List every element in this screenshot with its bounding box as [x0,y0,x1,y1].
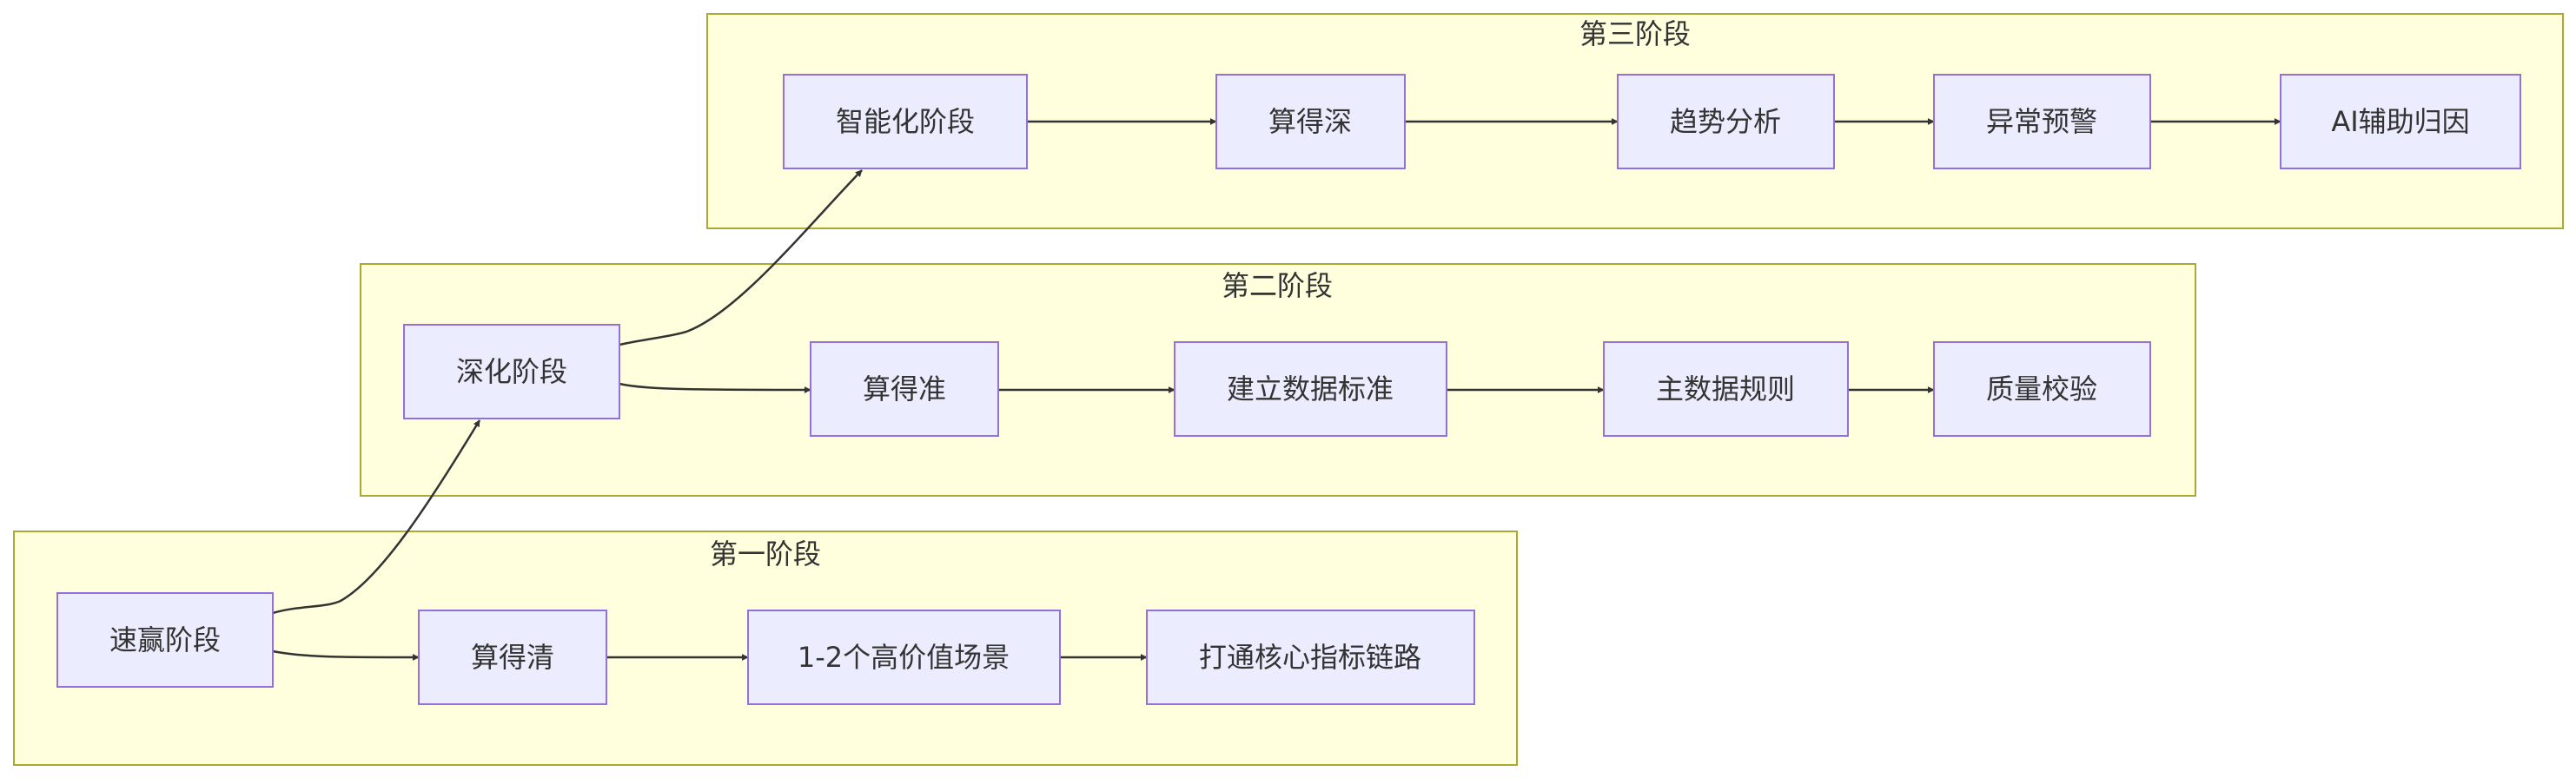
node-core-metric-chain: 打通核心指标链路 [1146,610,1475,705]
node-calculate-clearly: 算得清 [418,610,607,705]
svg-text:1-2个高价值场景: 1-2个高价值场景 [798,641,1010,674]
edge-a1-b1 [272,419,481,615]
node-ai-attribution: AI辅助归因 [2280,74,2521,169]
svg-text:趋势分析: 趋势分析 [1670,105,1781,138]
svg-text:AI辅助归因: AI辅助归因 [2331,105,2469,138]
node-quality-check: 质量校验 [1933,341,2151,437]
stage-2-title: 第二阶段 [1222,269,1333,302]
svg-text:智能化阶段: 智能化阶段 [836,105,975,138]
node-master-data-rules: 主数据规则 [1603,341,1849,437]
svg-text:异常预警: 异常预警 [1986,105,2097,138]
svg-text:打通核心指标链路: 打通核心指标链路 [1199,641,1421,674]
node-deepening-stage: 深化阶段 [403,324,620,419]
node-calculate-deeply: 算得深 [1215,74,1406,169]
node-intelligent-stage: 智能化阶段 [783,74,1028,169]
edges-layer [272,118,2281,661]
svg-text:建立数据标准: 建立数据标准 [1227,373,1394,405]
stage-3-title: 第三阶段 [1579,17,1691,50]
svg-text:算得准: 算得准 [863,373,946,405]
svg-text:算得清: 算得清 [471,641,554,674]
node-high-value-scenarios: 1-2个高价值场景 [747,610,1061,705]
node-trend-analysis: 趋势分析 [1617,74,1835,169]
stage-1-title: 第一阶段 [710,537,821,570]
node-quick-win-stage: 速赢阶段 [56,592,274,688]
node-anomaly-alert: 异常预警 [1933,74,2151,169]
svg-text:算得深: 算得深 [1268,105,1352,138]
edge-b1-c1 [619,169,863,346]
svg-text:深化阶段: 深化阶段 [456,355,567,388]
edge-b1-b2 [619,382,811,393]
edge-a1-a2 [272,649,420,661]
svg-text:主数据规则: 主数据规则 [1656,373,1795,405]
node-calculate-accurately: 算得准 [810,341,999,437]
svg-text:速赢阶段: 速赢阶段 [109,623,221,656]
node-data-standards: 建立数据标准 [1174,341,1447,437]
svg-text:质量校验: 质量校验 [1986,373,2097,405]
